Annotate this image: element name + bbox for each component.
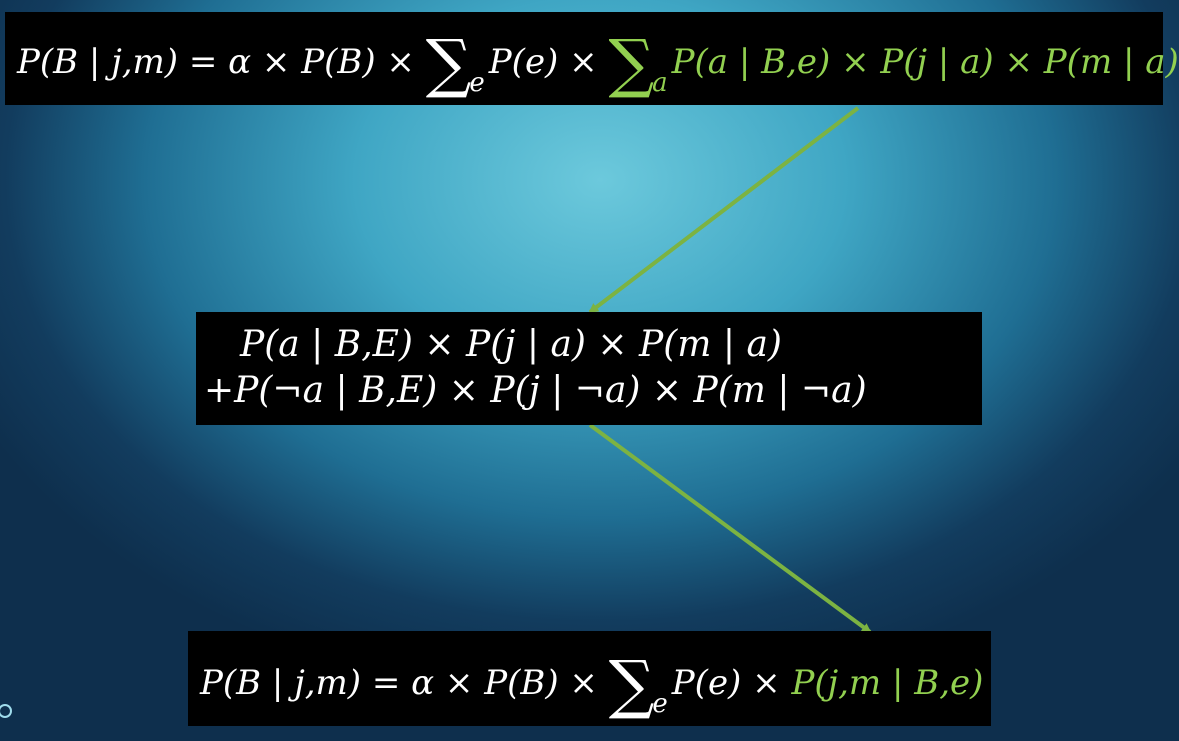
arrow-top-to-middle: [588, 106, 860, 314]
arrow-middle-to-bottom: [588, 423, 872, 634]
expansion-line-not-a: +P(¬a | B,E) × P(j | ¬a) × P(m | ¬a): [204, 370, 867, 411]
top-lhs: P(B | j,m) = α × P(B) ×: [17, 42, 426, 82]
bottom-mid: P(e) ×: [671, 663, 792, 703]
bottom-lhs: P(B | j,m) = α × P(B) ×: [200, 663, 609, 703]
middle-expansion-box: P(a | B,E) × P(j | a) × P(m | a) +P(¬a |…: [196, 312, 982, 425]
sum-symbol-e: ∑: [425, 27, 472, 101]
sum-index-a: a: [652, 68, 668, 98]
bottom-sum-symbol: ∑: [608, 648, 655, 722]
expansion-line-a: P(a | B,E) × P(j | a) × P(m | a): [240, 324, 782, 365]
sum-symbol-a: ∑: [608, 27, 655, 101]
top-inner-terms: P(a | B,e) × P(j | a) × P(m | a): [671, 42, 1179, 82]
corner-ring-decoration: [0, 704, 12, 718]
sum-index-e: e: [469, 68, 485, 98]
top-equation-box: P(B | j,m) = α × P(B) × ∑eP(e) × ∑aP(a |…: [5, 12, 1179, 105]
top-mid: P(e) ×: [488, 42, 609, 82]
bottom-highlight-term: P(j,m | B,e): [791, 663, 984, 703]
bottom-equation-box: P(B | j,m) = α × P(B) × ∑eP(e) × P(j,m |…: [188, 631, 991, 726]
bottom-sum-index: e: [652, 689, 668, 719]
